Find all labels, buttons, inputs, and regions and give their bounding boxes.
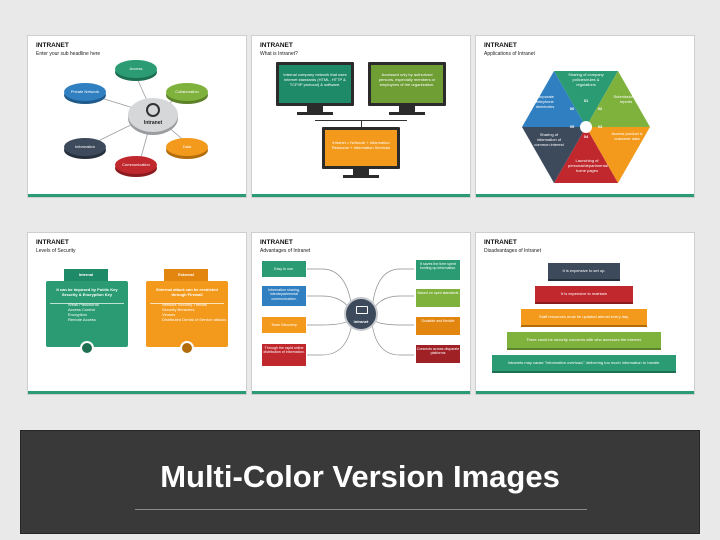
- segment-num-2: 02: [597, 106, 603, 111]
- slide-thumbnail-4[interactable]: INTRANET Levels of Security Internal It …: [27, 232, 247, 395]
- internal-card: It can be imposed by Public Key Security…: [46, 281, 128, 347]
- segment-text-3: Access product & customer data: [611, 131, 643, 141]
- advantage-left-1: Easy to use.: [262, 261, 306, 277]
- slide-subtitle: What is Intranet?: [260, 51, 298, 57]
- segment-text-6: Corporate telephone directories: [535, 94, 555, 109]
- pyramid-step-2: It is expensive to maintain: [535, 286, 633, 302]
- slide-thumbnail-6[interactable]: INTRANET Disadvantages of Intranet It is…: [475, 232, 695, 395]
- segment-text-2: Submission of reports: [613, 94, 639, 104]
- slide-subtitle: Advantages of Intranet: [260, 248, 311, 254]
- segment-num-4: 04: [583, 134, 589, 139]
- slide-thumbnail-2[interactable]: INTRANET What is Intranet? Internal comp…: [251, 35, 471, 198]
- advantage-right-4: Connects across disparate platforms: [416, 345, 460, 363]
- slide-title: INTRANET: [36, 239, 69, 246]
- slide-subtitle: Levels of Security: [36, 248, 76, 254]
- slide-subtitle: Disadvantages of Intranet: [484, 248, 541, 254]
- shield-check-icon: [80, 341, 94, 355]
- node-information: Information: [64, 138, 106, 156]
- segment-num-3: 03: [597, 124, 603, 129]
- node-private-network: Private Network: [64, 83, 106, 101]
- advantage-left-2: Information sharing, interdepartmental c…: [262, 286, 306, 306]
- pyramid-step-3: Staff resources must be updated almost e…: [521, 309, 647, 325]
- node-data: Data: [166, 138, 208, 156]
- pyramid-step-1: It is expensive to set up.: [548, 263, 620, 279]
- segment-text-5: Sharing of information of common interes…: [534, 132, 564, 147]
- intranet-hub: Intranet: [344, 297, 378, 331]
- hexagon-diagram: [522, 71, 650, 183]
- segment-num-6: 06: [569, 106, 575, 111]
- slide-title: INTRANET: [484, 239, 517, 246]
- slide-thumbnail-5[interactable]: INTRANET Advantages of Intranet Intranet…: [251, 232, 471, 395]
- hub-label: Intranet: [143, 120, 163, 126]
- advantage-right-2: Based on open standards: [416, 289, 460, 307]
- slide-title: INTRANET: [260, 239, 293, 246]
- slide-subtitle: Enter your sub headline here: [36, 51, 101, 57]
- slide-thumbnail-1[interactable]: INTRANET Enter your sub headline here In…: [27, 35, 247, 198]
- advantage-right-1: It saves the time spent hunting up infor…: [416, 260, 460, 280]
- bullet: Distributed Denial of Service attacks: [162, 317, 227, 322]
- internal-header: Internal: [64, 269, 108, 281]
- bullet: Remote Access: [68, 317, 96, 322]
- intranet-hub: Intranet: [128, 98, 178, 132]
- segment-text-1: Sharing of company policies/rules & regu…: [568, 72, 604, 87]
- node-communication: Communication: [115, 156, 157, 174]
- slide-title: INTRANET: [36, 42, 69, 49]
- bullet: Viruses: [162, 312, 176, 317]
- laptop-icon: [356, 306, 368, 314]
- banner-title: Multi-Color Version Images: [160, 459, 560, 494]
- bullet: Access Control: [68, 307, 95, 312]
- title-banner: Multi-Color Version Images: [20, 430, 700, 534]
- slide-title: INTRANET: [484, 42, 517, 49]
- divider: [135, 509, 587, 510]
- node-access: Access: [115, 60, 157, 78]
- bullet: Security Breaches: [162, 307, 195, 312]
- slide-subtitle: Applications of Intranet: [484, 51, 535, 57]
- external-card: External attack can be restricted throug…: [146, 281, 228, 347]
- monitor-right: Accessed only by authorized persons, esp…: [368, 62, 446, 106]
- advantage-left-3: Team Discovery: [262, 317, 306, 333]
- slide-thumbnail-3[interactable]: INTRANET Applications of Intranet Sharin…: [475, 35, 695, 198]
- advantage-right-3: Scalable and flexible: [416, 317, 460, 335]
- pyramid-step-4: There could be security concerns with wh…: [507, 332, 661, 348]
- segment-num-1: 01: [583, 98, 589, 103]
- bullet: Weak Passwords: [68, 302, 99, 307]
- segment-num-5: 05: [569, 124, 575, 129]
- segment-text-4: Launching of personal/departmental home …: [568, 158, 608, 173]
- slide-title: INTRANET: [260, 42, 293, 49]
- node-collaboration: Collaboration: [166, 83, 208, 101]
- monitor-bottom: Intranet = Network + Information Resourc…: [322, 127, 400, 169]
- pyramid-step-5: Intranets may cause "information overloa…: [492, 355, 676, 371]
- bullet: Encryption: [68, 312, 87, 317]
- external-header: External: [164, 269, 208, 281]
- globe-icon: [146, 103, 160, 117]
- bullet: Network Security Threats: [162, 302, 207, 307]
- firewall-icon: [180, 341, 194, 355]
- advantage-left-4: Through the rapid online distribution of…: [262, 344, 306, 366]
- monitor-left: Internal company network that uses inter…: [276, 62, 354, 106]
